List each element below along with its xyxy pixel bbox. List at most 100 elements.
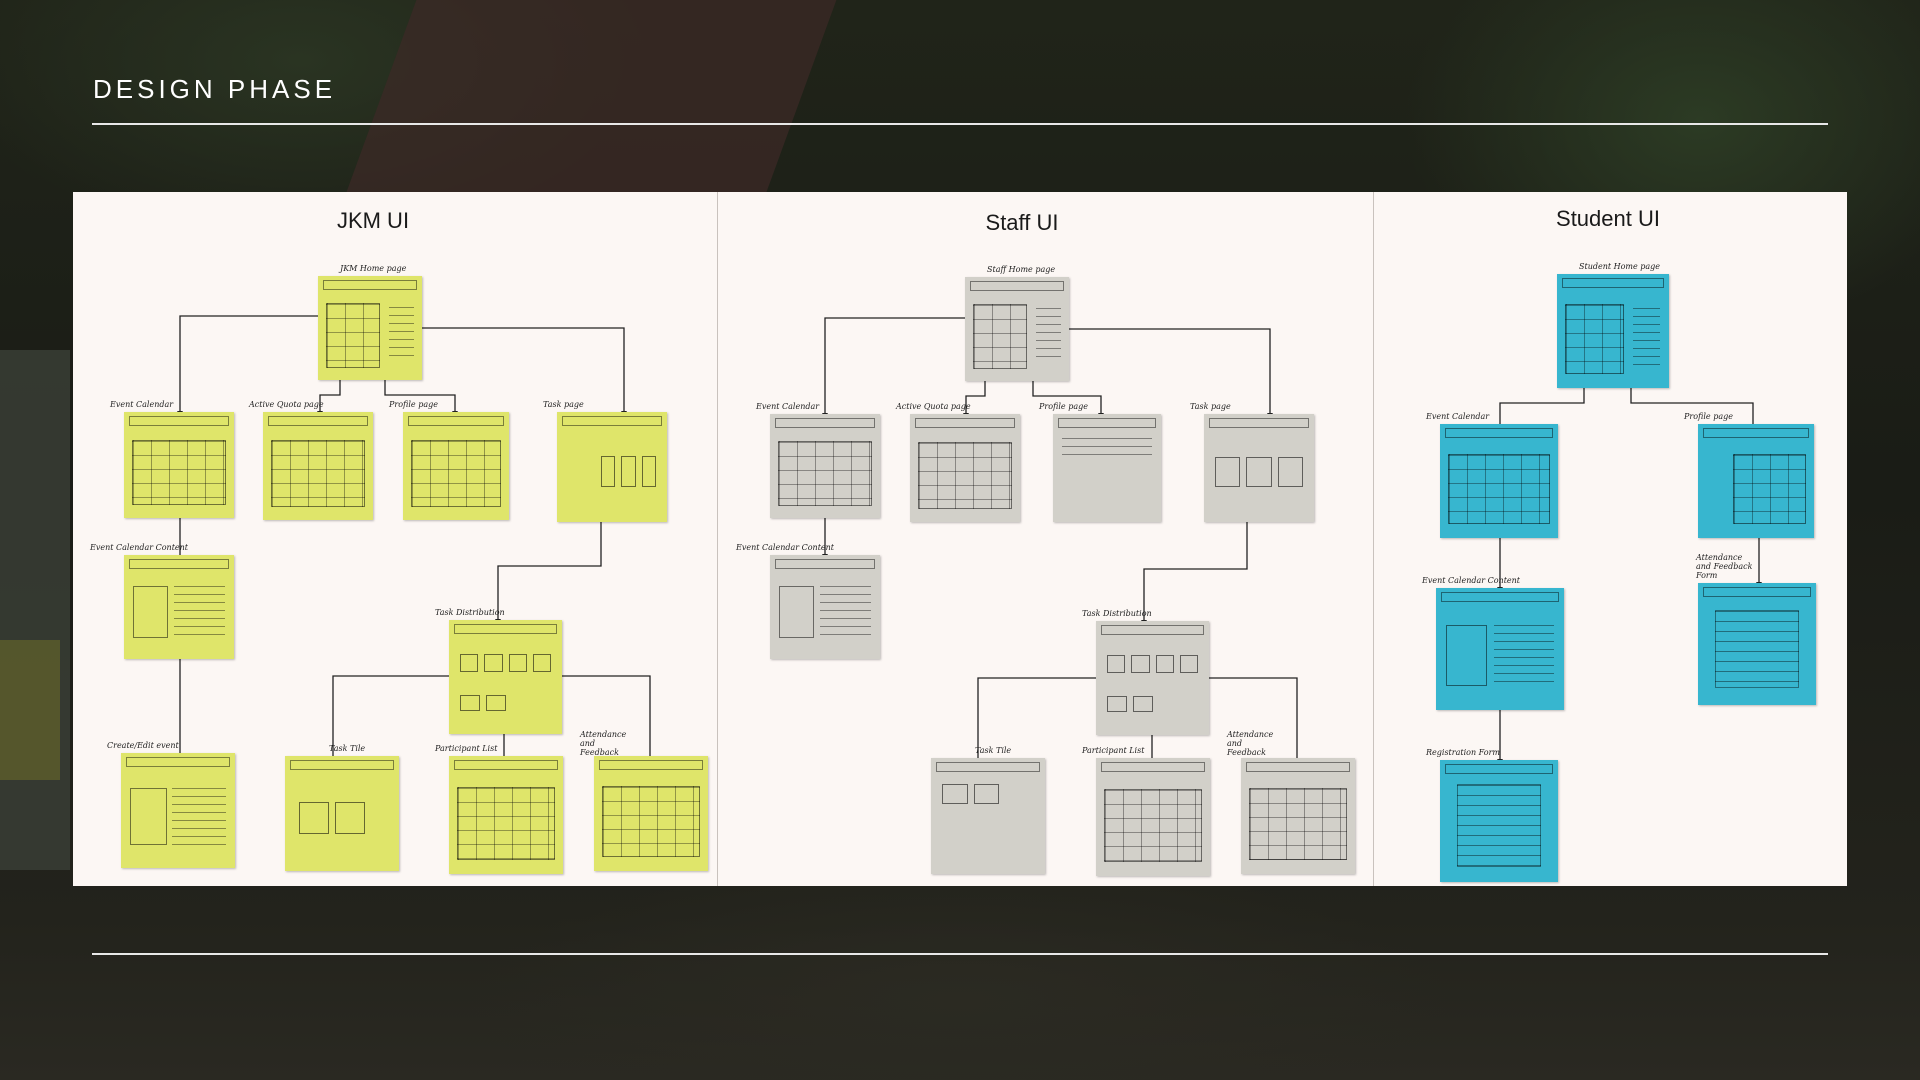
- staff-task-caption: Task page: [1190, 402, 1231, 411]
- sticky-note: [449, 756, 563, 874]
- jkm-active-quota-page: Active Quota page: [249, 400, 373, 520]
- student-ui-title: Student UI: [1556, 206, 1660, 231]
- ui-flow-board: JKM UI Staff UI Student UI: [73, 192, 1847, 886]
- background-roof: [343, 0, 837, 200]
- staff-ui-title: Staff UI: [985, 210, 1059, 235]
- sticky-note: [1557, 274, 1669, 388]
- staff-task-distribution: Task Distribution: [1082, 609, 1209, 735]
- sticky-note: [449, 620, 562, 734]
- staff-task-tile: Task Tile: [931, 746, 1045, 874]
- link-jkm-task-distribution: [497, 522, 602, 619]
- jkm-create-edit-event: Create/Edit event: [107, 741, 235, 868]
- sticky-note: [770, 555, 880, 659]
- bottom-rule: [92, 953, 1828, 955]
- staff-participant-list-caption: Participant List: [1082, 746, 1145, 755]
- staff-task-distribution-caption: Task Distribution: [1082, 609, 1152, 618]
- sticky-note: [594, 756, 708, 871]
- sticky-note: [124, 555, 234, 659]
- column-divider-1: [717, 192, 718, 886]
- jkm-event-calendar: Event Calendar: [110, 400, 234, 518]
- sticky-note: [1440, 424, 1558, 538]
- jkm-event-calendar-content-caption: Event Calendar Content: [90, 543, 189, 552]
- jkm-attendance-feedback: Attendance and Feedback: [580, 730, 708, 871]
- student-event-calendar: Event Calendar: [1426, 412, 1558, 538]
- sticky-note: [931, 758, 1045, 874]
- staff-attendance-feedback: Attendance and Feedback: [1227, 730, 1355, 874]
- jkm-task-distribution: Task Distribution: [435, 608, 562, 734]
- sticky-note: [1204, 414, 1314, 522]
- sticky-note: [263, 412, 373, 520]
- top-rule: [92, 123, 1828, 125]
- staff-participant-list: Participant List: [1082, 746, 1210, 876]
- jkm-profile-page: Profile page: [389, 400, 509, 520]
- jkm-participant-list: Participant List: [435, 744, 563, 874]
- sticky-note: [124, 412, 234, 518]
- link-staff-home-calendar: [824, 317, 965, 413]
- student-profile-page: Profile page: [1684, 412, 1814, 538]
- staff-active-quota-caption: Active Quota page: [896, 402, 971, 411]
- jkm-task-tile-caption: Task Tile: [329, 744, 366, 753]
- staff-home-caption: Staff Home page: [987, 265, 1056, 274]
- jkm-event-calendar-content: Event Calendar Content: [90, 543, 234, 659]
- student-registration-form-caption: Registration Form: [1426, 748, 1500, 757]
- jkm-task-tile: Task Tile: [285, 744, 399, 871]
- student-event-calendar-content: Event Calendar Content: [1422, 576, 1564, 710]
- staff-task-page: Task page: [1190, 402, 1314, 522]
- staff-event-calendar-content: Event Calendar Content: [736, 543, 880, 659]
- staff-profile-caption: Profile page: [1039, 402, 1088, 411]
- student-home-page: Student Home page: [1557, 262, 1669, 388]
- student-event-calendar-content-caption: Event Calendar Content: [1422, 576, 1521, 585]
- slide-title: DESIGN PHASE: [93, 74, 337, 104]
- sticky-note: [318, 276, 422, 380]
- sticky-note: [1096, 758, 1210, 876]
- jkm-ui-title: JKM UI: [336, 208, 410, 233]
- staff-profile-page: Profile page: [1039, 402, 1161, 522]
- link-staff-task-distribution: [1143, 522, 1248, 620]
- sticky-note: [770, 414, 880, 518]
- jkm-active-quota-caption: Active Quota page: [249, 400, 324, 409]
- jkm-home-caption: JKM Home page: [340, 264, 407, 273]
- jkm-profile-caption: Profile page: [389, 400, 438, 409]
- staff-active-quota-page: Active Quota page: [896, 402, 1020, 522]
- link-staff-home-task: [1066, 328, 1271, 413]
- staff-home-page: Staff Home page: [965, 265, 1069, 381]
- sticky-note: [910, 414, 1020, 522]
- link-jkm-home-calendar: [179, 315, 318, 411]
- sticky-note: [1053, 414, 1161, 522]
- sticky-note: [1436, 588, 1564, 710]
- sticky-note: [121, 753, 235, 868]
- jkm-task-page: Task page: [543, 400, 667, 522]
- sticky-note: [557, 412, 667, 522]
- staff-event-calendar: Event Calendar: [756, 402, 880, 518]
- staff-event-calendar-caption: Event Calendar: [756, 402, 820, 411]
- student-registration-form: Registration Form: [1426, 748, 1558, 882]
- student-attendance-feedback-form: Attendance and Feedback Form: [1696, 553, 1816, 705]
- jkm-attendance-feedback-caption: Attendance and Feedback: [580, 730, 627, 757]
- staff-attendance-feedback-caption: Attendance and Feedback: [1227, 730, 1274, 757]
- staff-event-calendar-content-caption: Event Calendar Content: [736, 543, 835, 552]
- student-attendance-feedback-form-caption: Attendance and Feedback Form: [1696, 553, 1753, 580]
- jkm-event-calendar-caption: Event Calendar: [110, 400, 174, 409]
- link-jkm-home-task: [420, 327, 625, 411]
- sticky-note: [403, 412, 509, 520]
- staff-task-tile-caption: Task Tile: [975, 746, 1012, 755]
- link-student-home-calendar: [1499, 388, 1585, 424]
- jkm-task-distribution-caption: Task Distribution: [435, 608, 505, 617]
- sticky-note: [1241, 758, 1355, 874]
- sticky-note: [1096, 621, 1209, 735]
- jkm-create-edit-event-caption: Create/Edit event: [107, 741, 179, 750]
- jkm-participant-list-caption: Participant List: [435, 744, 498, 753]
- jkm-task-caption: Task page: [543, 400, 584, 409]
- jkm-home-page: JKM Home page: [318, 264, 422, 380]
- student-event-calendar-caption: Event Calendar: [1426, 412, 1490, 421]
- sticky-note: [1698, 583, 1816, 705]
- background-wall: [0, 350, 70, 870]
- sticky-note: [1440, 760, 1558, 882]
- student-home-caption: Student Home page: [1579, 262, 1661, 271]
- student-profile-caption: Profile page: [1684, 412, 1733, 421]
- background-wall-yellow: [0, 640, 60, 780]
- sticky-note: [1698, 424, 1814, 538]
- sticky-note: [285, 756, 399, 871]
- sticky-note: [965, 277, 1069, 381]
- column-divider-2: [1373, 192, 1374, 886]
